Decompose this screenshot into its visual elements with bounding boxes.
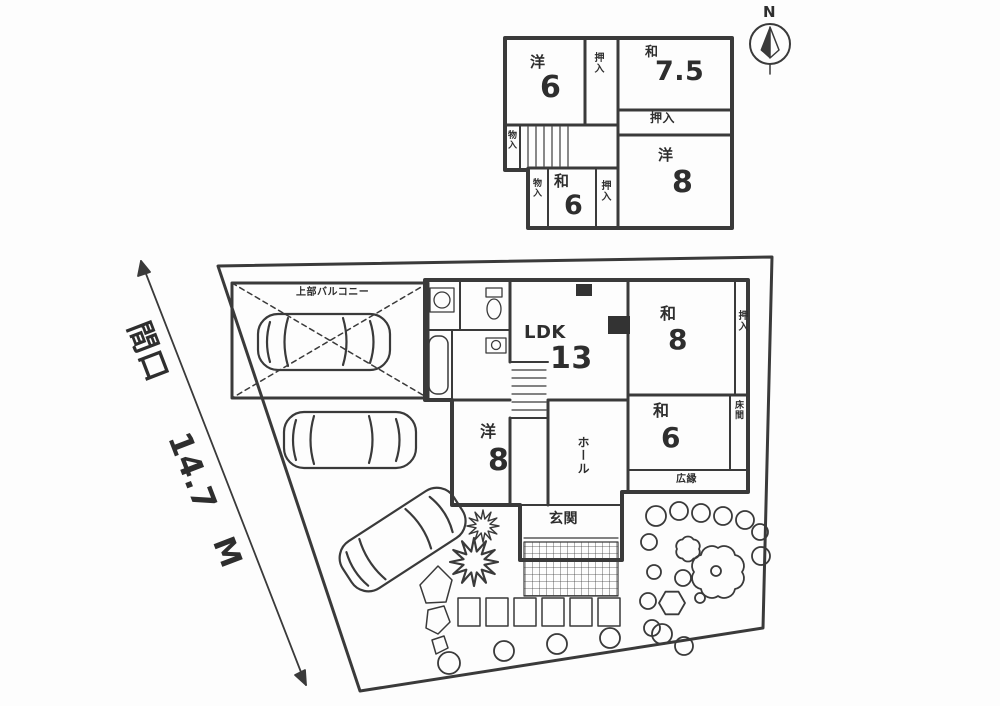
label-2f-wa6-size: 6 (564, 190, 584, 221)
label-2f-oshiire-low: 押入 (599, 180, 610, 202)
compass-needle-dark (760, 26, 771, 59)
label-1f-yo8-size: 8 (488, 443, 510, 478)
toilet (485, 287, 503, 320)
scalloped-tree (691, 545, 745, 599)
label-2f-monoire-b: 物入 (531, 178, 541, 198)
label-1f-wa6-name: 和 (653, 401, 670, 420)
floor1-outline (423, 278, 750, 562)
label-2f-yo8-size: 8 (672, 165, 694, 200)
butsudan-block (608, 316, 630, 334)
frontage-arrow-line (140, 260, 307, 686)
garden (419, 501, 771, 675)
genkan-tile-hatch (523, 541, 619, 597)
label-1f-wa6-size: 6 (661, 421, 681, 454)
label-1f-wa8-size: 8 (668, 323, 688, 356)
label-1f-genkan: 玄関 (549, 511, 578, 527)
stone-hexagon (658, 590, 686, 616)
frontage-arrowhead-bottom (294, 669, 307, 686)
label-1f-ldk-name: LDK (524, 322, 566, 343)
label-1f-ldk-size: 13 (550, 341, 593, 376)
second-floor-plan (503, 36, 734, 230)
floor1-closet-walls (424, 279, 749, 506)
spiky-tree-large (448, 536, 500, 588)
label-2f-yo6-name: 洋 (530, 53, 546, 71)
frontage-dimension (137, 260, 307, 686)
label-2f-yo6-size: 6 (540, 70, 562, 105)
car-2 (282, 410, 418, 470)
label-1f-hall: ホール (576, 436, 590, 475)
washbasin (485, 337, 507, 354)
label-1f-wa8-name: 和 (660, 304, 677, 323)
label-2f-oshiire-top: 押入 (592, 52, 603, 74)
first-floor-plan (423, 278, 750, 597)
label-1f-engawa: 広縁 (676, 474, 697, 485)
floor2-outline (503, 36, 734, 230)
label-1f-balcony: 上部バルコニー (296, 287, 370, 298)
garden-rocks (419, 565, 453, 655)
floor2-closet-walls (519, 124, 597, 229)
label-2f-yo8-name: 洋 (658, 146, 674, 164)
label-2f-wa75-name: 和 (645, 45, 659, 60)
balcony-rect (230, 281, 430, 400)
label-2f-monoire-a: 物入 (506, 130, 516, 150)
spiky-tree-small (466, 509, 500, 543)
floor2-stairs (527, 126, 569, 167)
compass-north-label: N (763, 3, 777, 21)
compass (749, 23, 791, 75)
parked-cars (256, 312, 475, 601)
label-2f-wa75-size: 7.5 (655, 56, 705, 87)
floor1-stairs-frame (509, 361, 549, 419)
floor2-inner-walls (503, 36, 734, 230)
floor1-stairs (511, 369, 547, 411)
kitchen-counter (576, 284, 592, 296)
label-2f-wa6-name: 和 (554, 172, 570, 190)
bathtub (428, 335, 449, 395)
car-1 (256, 312, 392, 372)
balcony-carport (230, 281, 430, 400)
washing-machine (429, 287, 455, 313)
scalloped-bush (675, 535, 701, 563)
label-1f-yo8-name: 洋 (480, 422, 497, 441)
floor1-inner-walls (450, 278, 750, 507)
label-1f-tokonoma: 床間 (733, 400, 743, 420)
stepping-stones (457, 597, 621, 627)
compass-needle-light (769, 26, 780, 59)
frontage-arrowhead-top (137, 260, 151, 277)
bushes (437, 501, 771, 675)
balcony-diagonals (231, 282, 429, 399)
label-1f-wa8-closet: 押入 (736, 310, 747, 332)
scalloped-tree-core (710, 565, 722, 577)
lot-boundary (216, 255, 774, 693)
label-2f-oshiire-mid: 押入 (650, 111, 676, 125)
